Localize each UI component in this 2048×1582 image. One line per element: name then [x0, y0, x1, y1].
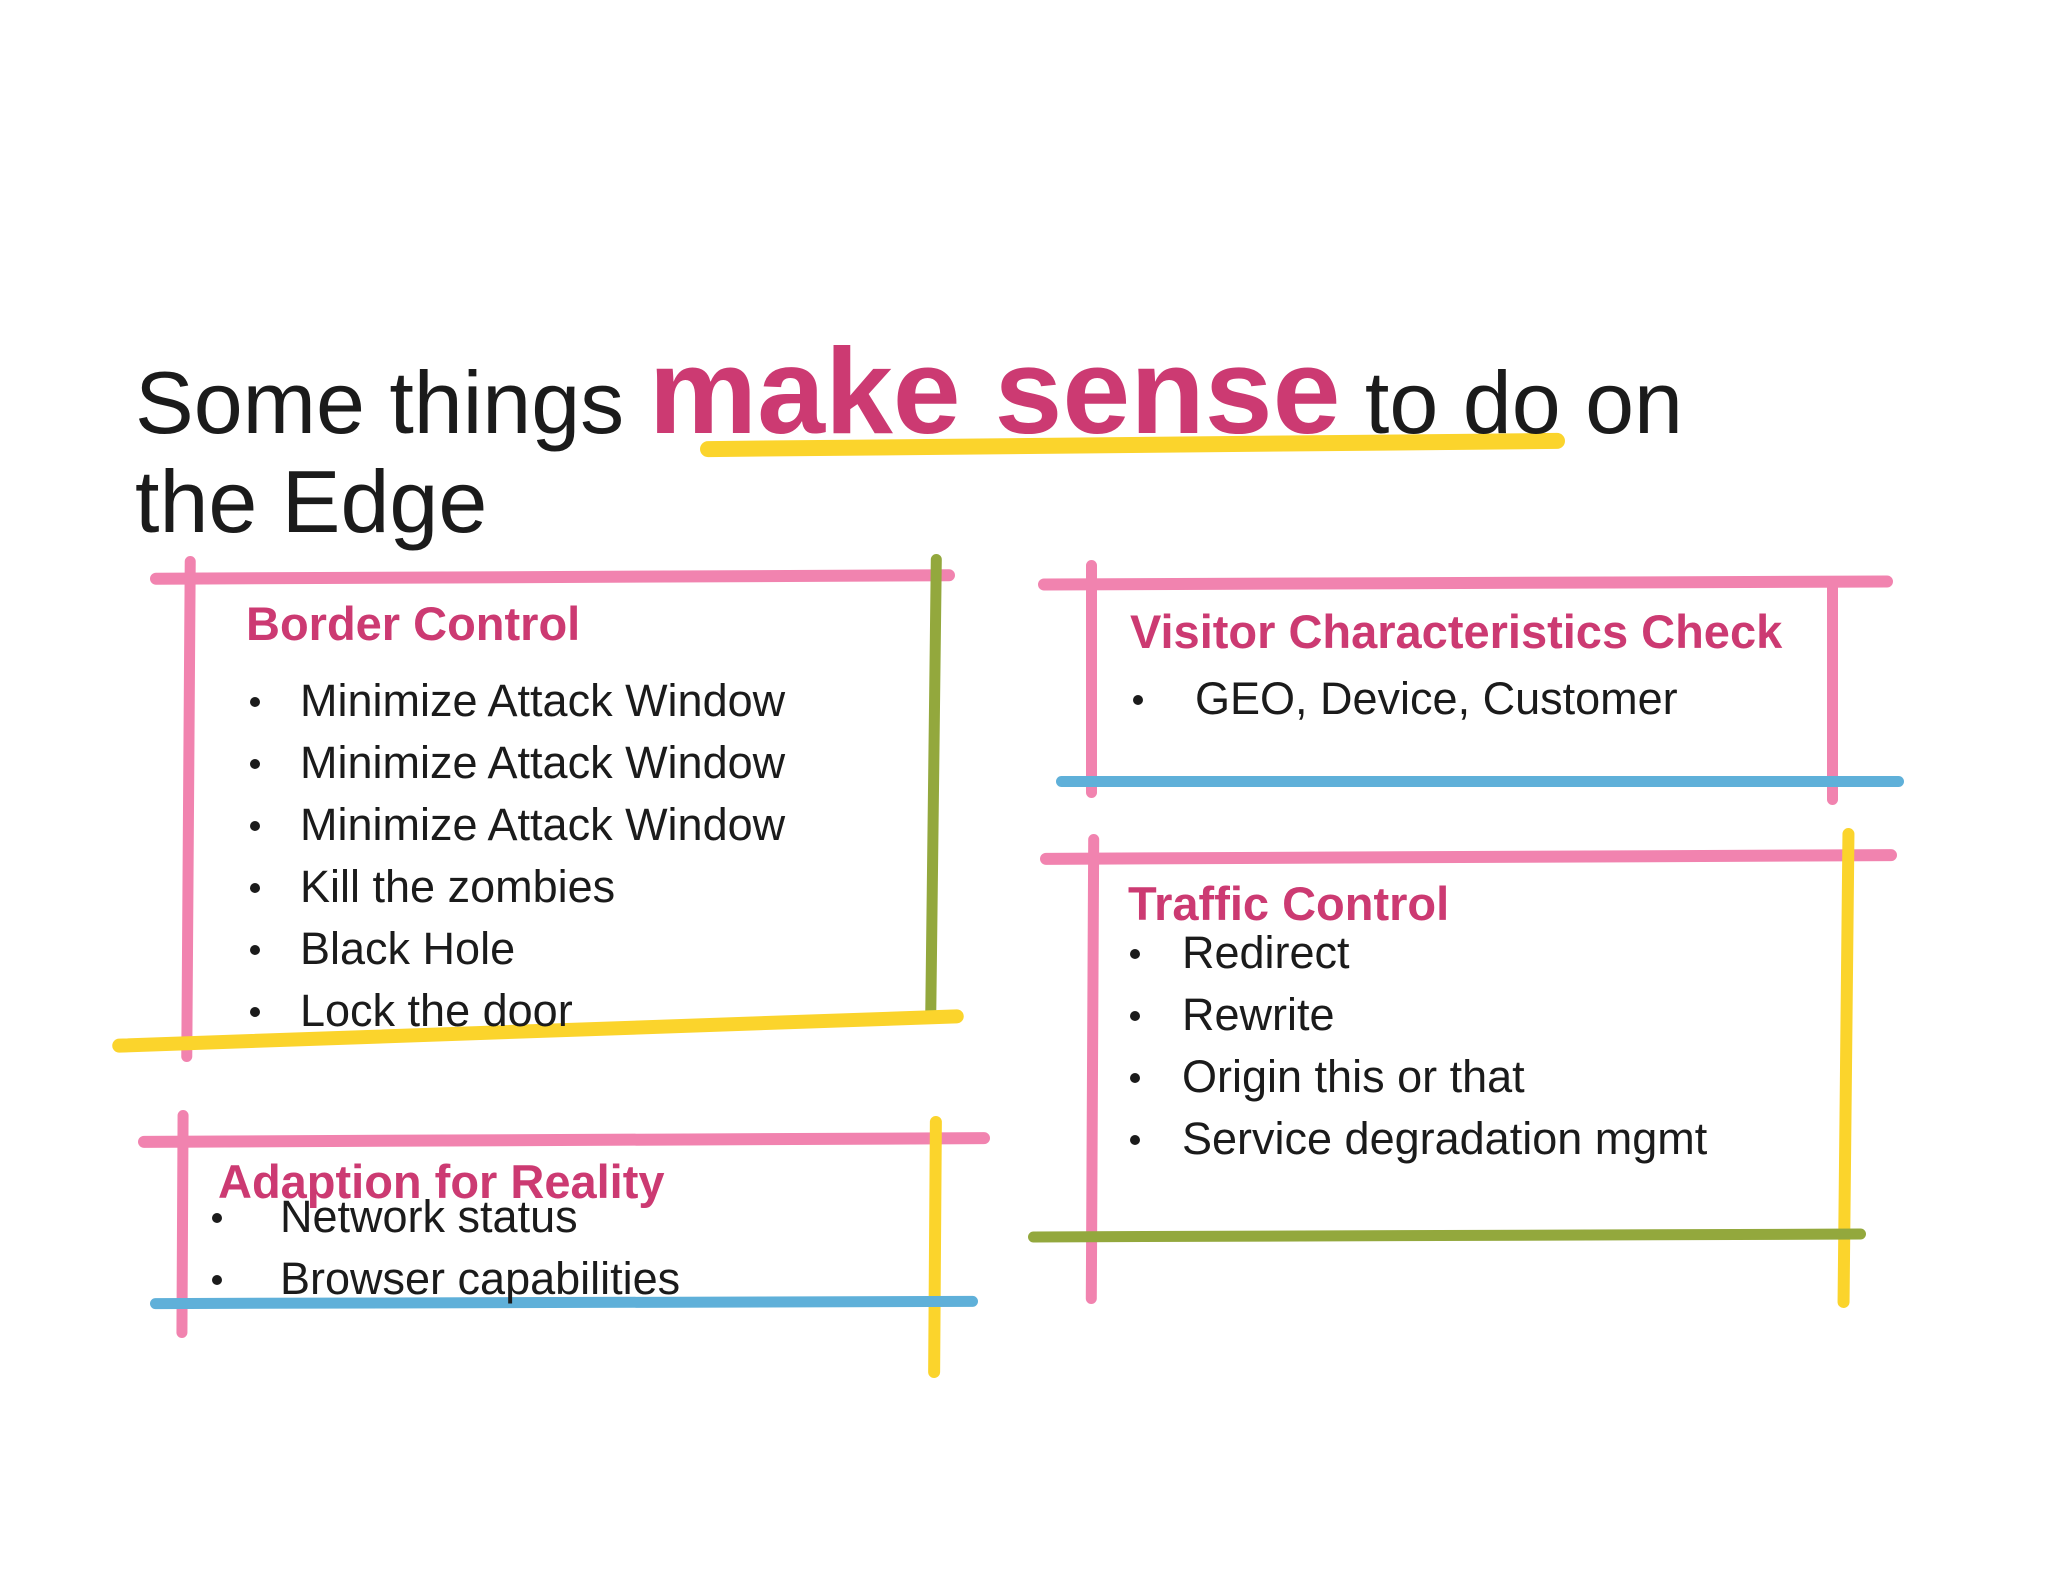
bullet-text: Rewrite [1182, 989, 1335, 1040]
bullet-text: Browser capabilities [280, 1253, 681, 1304]
bullet-text: Service degradation mgmt [1182, 1113, 1708, 1164]
bullet-dot-icon [1130, 1135, 1140, 1145]
list-item: Origin this or that [1130, 1046, 1707, 1108]
visitor-check-right-line [1827, 577, 1838, 805]
bullet-text: Network status [280, 1191, 578, 1242]
border-control-right-line [925, 553, 942, 1025]
bullet-dot-icon [1130, 949, 1140, 959]
bullet-text: Origin this or that [1182, 1051, 1525, 1102]
bullet-text: Black Hole [300, 923, 516, 974]
bullet-text: Minimize Attack Window [300, 799, 786, 850]
page-title-line1: Some things make sense to do on [135, 330, 1683, 452]
list-item: Black Hole [250, 918, 785, 980]
adaption-top-line [137, 1132, 991, 1148]
list-item: GEO, Device, Customer [1133, 668, 1678, 730]
bullet-dot-icon [250, 1007, 260, 1017]
visitor-check-header: Visitor Characteristics Check [1130, 605, 1783, 658]
bullet-dot-icon [250, 883, 260, 893]
bullet-dot-icon [212, 1275, 222, 1285]
border-control-header: Border Control [246, 597, 581, 650]
bullet-dot-icon [1133, 695, 1143, 705]
traffic-control-bottom-line [1027, 1228, 1867, 1243]
list-item: Service degradation mgmt [1130, 1108, 1707, 1170]
border-control-top-line [149, 569, 956, 585]
list-item: Minimize Attack Window [250, 794, 785, 856]
bullet-dot-icon [250, 821, 260, 831]
page-title-line2: the Edge [135, 452, 488, 551]
bullet-dot-icon [250, 945, 260, 955]
list-item: Lock the door [250, 980, 785, 1042]
traffic-control-header: Traffic Control [1128, 877, 1450, 930]
bullet-text: Redirect [1182, 927, 1350, 978]
list-item: Rewrite [1130, 984, 1707, 1046]
traffic-control-list: Redirect Rewrite Origin this or that Ser… [1130, 922, 1707, 1170]
bullet-dot-icon [250, 697, 260, 707]
visitor-check-list: GEO, Device, Customer [1133, 668, 1678, 730]
bullet-text: GEO, Device, Customer [1195, 673, 1678, 724]
title-prefix: Some things [135, 353, 649, 452]
adaption-header: Adaption for Reality [218, 1155, 665, 1208]
list-item: Network status [212, 1186, 680, 1248]
adaption-right-line [928, 1115, 942, 1379]
title-highlight: make sense [648, 323, 1341, 459]
list-item: Browser capabilities [212, 1248, 680, 1310]
traffic-control-top-line [1039, 849, 1898, 865]
bullet-text: Kill the zombies [300, 861, 616, 912]
bullet-dot-icon [212, 1213, 222, 1223]
list-item: Kill the zombies [250, 856, 785, 918]
bullet-text: Minimize Attack Window [300, 737, 786, 788]
border-control-list: Minimize Attack Window Minimize Attack W… [250, 670, 785, 1042]
bullet-dot-icon [250, 759, 260, 769]
bullet-text: Lock the door [300, 985, 573, 1036]
bullet-dot-icon [1130, 1011, 1140, 1021]
visitor-check-left-line [1086, 560, 1097, 798]
visitor-check-bottom-line [1056, 776, 1904, 787]
bullet-text: Minimize Attack Window [300, 675, 786, 726]
visitor-check-top-line [1037, 575, 1894, 591]
adaption-list: Network status Browser capabilities [212, 1186, 680, 1310]
list-item: Redirect [1130, 922, 1707, 984]
bullet-dot-icon [1130, 1073, 1140, 1083]
title-suffix: to do on [1340, 353, 1683, 452]
list-item: Minimize Attack Window [250, 732, 785, 794]
list-item: Minimize Attack Window [250, 670, 785, 732]
border-control-left-line [181, 555, 196, 1063]
